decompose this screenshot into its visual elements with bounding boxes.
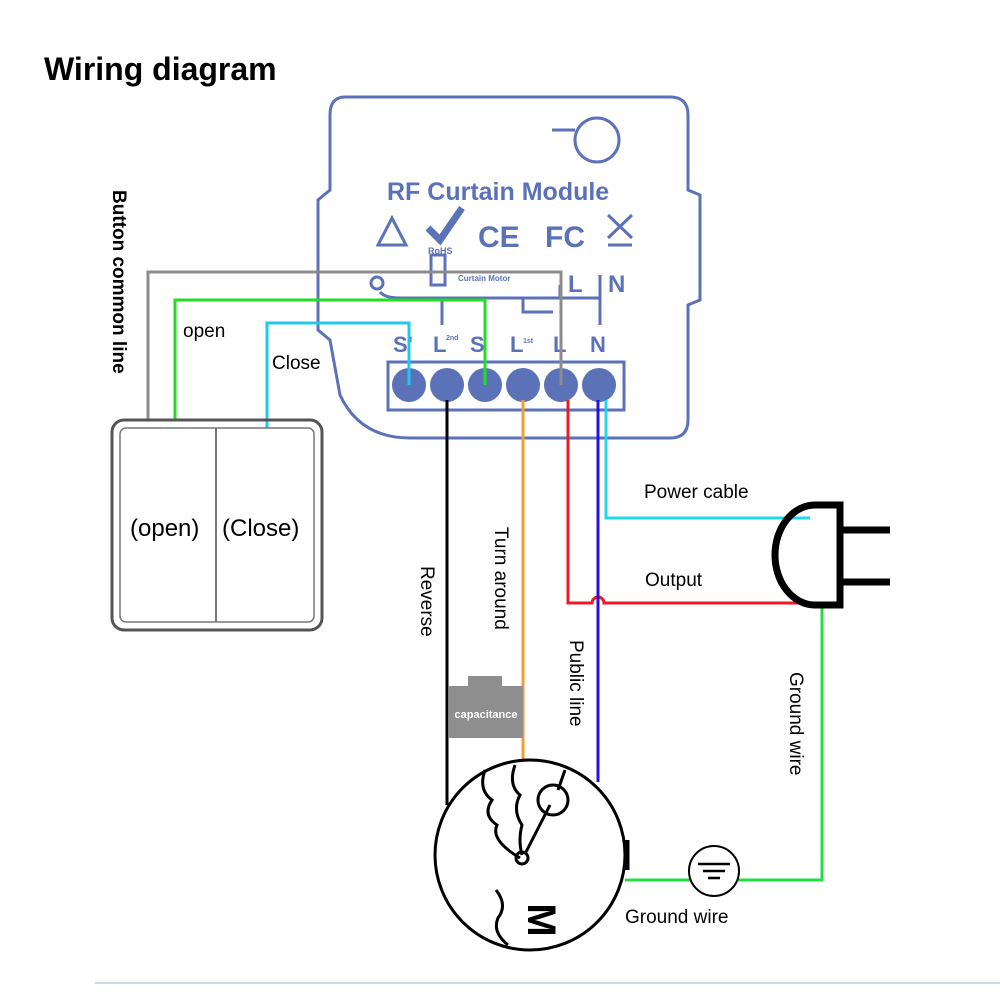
module-name: RF Curtain Module — [387, 178, 609, 206]
terminal-l1 — [506, 368, 540, 402]
common-line-wire — [146, 270, 563, 420]
terminal-label-s: S — [470, 332, 485, 357]
close-label: Close — [272, 353, 321, 374]
switch-open-label: (open) — [130, 515, 199, 542]
power-cable-wire — [604, 400, 810, 520]
capacitor-icon — [449, 676, 523, 738]
rohs-check-icon — [425, 206, 465, 246]
terminal-label-n: N — [590, 332, 606, 357]
weee-icon — [606, 213, 634, 247]
ground-icon — [688, 845, 740, 897]
rf-curtain-module: RF Curtain Module RoHS CE FC Curtain Mot… — [316, 95, 702, 440]
rohs-label: RoHS — [428, 246, 453, 256]
motor-icon — [429, 253, 447, 287]
reverse-label: Reverse — [416, 566, 437, 637]
terminal-superscript-2nd: 2nd — [446, 335, 458, 342]
ce-mark: CE — [478, 221, 520, 254]
terminal-block — [386, 360, 626, 412]
terminal-label-l1: L — [510, 332, 523, 357]
output-label: Output — [645, 570, 703, 591]
terminal-n — [582, 368, 616, 402]
open-label: open — [183, 321, 225, 342]
terminal-label-l2: L — [433, 332, 446, 357]
turn-around-label: Turn around — [490, 527, 511, 630]
mount-hole-icon — [573, 116, 621, 164]
warning-icon — [375, 214, 409, 247]
terminal-l2 — [430, 368, 464, 402]
switch-close-label: (Close) — [222, 515, 299, 542]
double-switch[interactable] — [110, 418, 324, 632]
curtain-motor-label: Curtain Motor — [458, 274, 510, 283]
top-terminal-l: L — [568, 271, 583, 298]
public-line-label: Public line — [565, 640, 586, 727]
motor-icon — [433, 758, 630, 952]
motor-label: M — [519, 903, 563, 936]
ground-symbol-icon — [369, 275, 385, 291]
button-common-line-label: Button common line — [108, 190, 129, 374]
close-wire — [265, 321, 411, 428]
capacitance-label: capacitance — [455, 709, 518, 721]
power-plug-icon — [771, 501, 890, 609]
terminal-superscript-1st: 1st — [523, 338, 534, 345]
page-title: Wiring diagram — [44, 51, 277, 87]
open-wire — [173, 298, 487, 420]
ground-wire-vertical-label: Ground wire — [785, 672, 806, 776]
power-cable-label: Power cable — [644, 482, 749, 503]
top-terminal-n: N — [608, 271, 625, 298]
fcc-mark: FC — [545, 221, 585, 254]
ground-wire-label: Ground wire — [625, 907, 729, 928]
